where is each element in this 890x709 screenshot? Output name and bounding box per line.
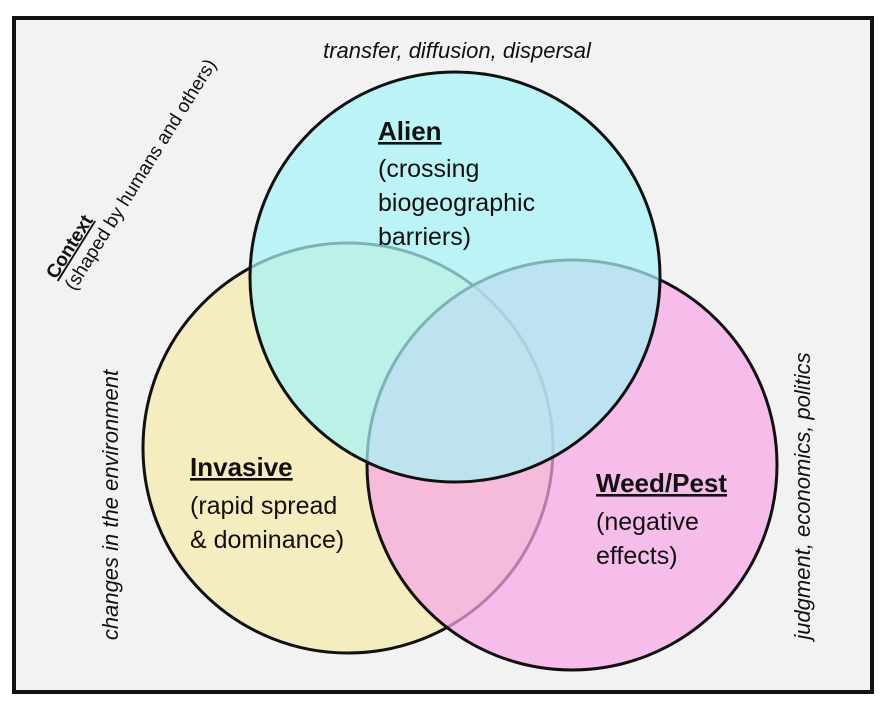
alien-desc-line-3: barriers) [378,223,471,251]
weed-pest-desc-line-2: effects) [596,542,678,570]
alien-desc-line-2: biogeographic [378,189,535,217]
context-subtitle: (shaped by humans and others) [61,56,221,295]
alien-desc-line-1: (crossing [378,155,479,183]
weed-pest-title: Weed/Pest [596,468,727,498]
invasive-desc-line-2: & dominance) [190,526,344,554]
invasive-desc-line-1: (rapid spread [190,492,337,520]
left-label: changes in the environment [98,369,123,640]
alien-title: Alien [378,116,442,146]
alien-circle [248,70,662,484]
weed-pest-desc-line-1: (negative [596,508,699,536]
context-label: Context (shaped by humans and others) [42,56,221,295]
top-label: transfer, diffusion, dispersal [323,38,592,63]
invasive-title: Invasive [190,452,293,482]
right-label: judgment, economics, politics [790,352,815,642]
